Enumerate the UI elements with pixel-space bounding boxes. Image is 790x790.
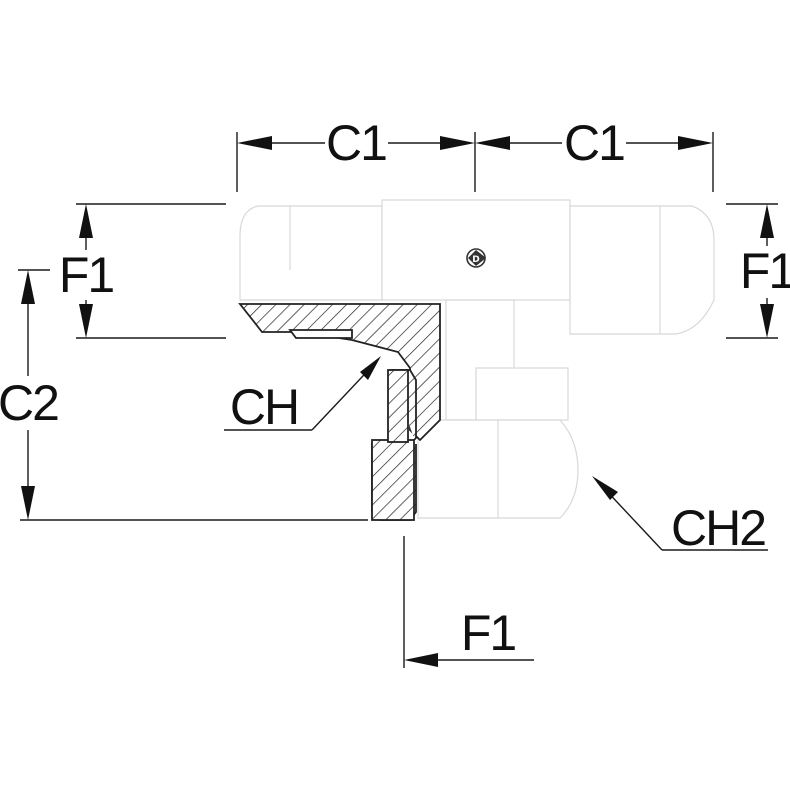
f1-left-label: F1 bbox=[59, 247, 114, 303]
c1-right-label: C1 bbox=[564, 115, 624, 171]
callout-ch2: CH2 bbox=[592, 476, 768, 556]
ch2-label: CH2 bbox=[671, 500, 765, 556]
section-upper bbox=[238, 303, 441, 442]
callout-ch: CH bbox=[224, 356, 381, 435]
dimension-c1-left: C1 bbox=[236, 115, 476, 192]
section-nut-block bbox=[371, 439, 415, 521]
c2-label: C2 bbox=[0, 375, 58, 431]
right-male-end bbox=[569, 205, 715, 335]
f1-right-label: F1 bbox=[740, 243, 790, 299]
c1-left-label: C1 bbox=[326, 115, 386, 171]
svg-text:D: D bbox=[472, 255, 479, 265]
cutaway-section bbox=[238, 303, 441, 521]
f1-bottom-label: F1 bbox=[461, 605, 516, 661]
section-sleeve bbox=[387, 369, 409, 443]
dimension-c1-right: C1 bbox=[475, 115, 714, 192]
ch-label: CH bbox=[230, 379, 298, 435]
dimension-f1-bottom: F1 bbox=[403, 536, 534, 668]
left-male-end bbox=[239, 205, 383, 301]
swivel-nut-collar bbox=[475, 367, 569, 421]
dimension-f1-left: F1 bbox=[59, 203, 226, 339]
dunlop-logo-icon: D bbox=[466, 248, 486, 268]
tee-fitting-body bbox=[239, 199, 715, 519]
dimension-f1-right: F1 bbox=[726, 203, 790, 339]
section-inner-bore bbox=[288, 329, 353, 339]
dimension-c2: C2 bbox=[0, 269, 368, 521]
